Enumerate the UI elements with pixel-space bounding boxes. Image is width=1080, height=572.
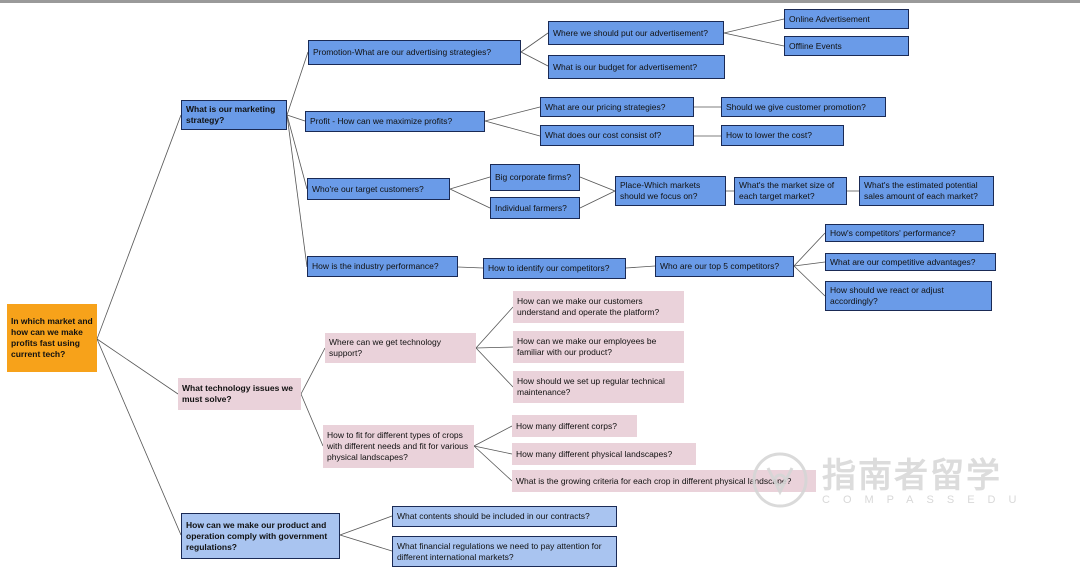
profit-text: Profit - How can we maximize profits?	[310, 116, 453, 126]
competitive-advantages-text: What are our competitive advantages?	[830, 256, 976, 267]
ad-budget-node[interactable]: What is our budget for advertisement?	[548, 55, 725, 79]
lower-cost-text: How to lower the cost?	[726, 130, 812, 140]
competitor-performance-node[interactable]: How's competitors' performance?	[825, 224, 984, 242]
growing-criteria-node[interactable]: What is the growing criteria for each cr…	[512, 470, 816, 492]
market-size-node[interactable]: What's the market size of each target ma…	[734, 177, 847, 205]
growing-criteria-text: What is the growing criteria for each cr…	[516, 475, 792, 486]
financial-regulations-node[interactable]: What financial regulations we need to pa…	[392, 536, 617, 567]
place-markets-node[interactable]: Place-Which markets should we focus on?	[615, 176, 726, 206]
promotion-node[interactable]: Promotion-What are our advertising strat…	[308, 40, 521, 65]
technology-issues-text: What technology issues we must solve?	[182, 383, 293, 404]
compass-logo-icon	[752, 452, 808, 508]
compliance-text: How can we make our product and operatio…	[186, 519, 328, 552]
place-markets-text: Place-Which markets should we focus on?	[620, 180, 701, 201]
customers-understand-node[interactable]: How can we make our customers understand…	[513, 291, 684, 323]
technology-issues-node[interactable]: What technology issues we must solve?	[178, 378, 301, 410]
competitor-performance-text: How's competitors' performance?	[830, 227, 956, 238]
tech-maintenance-text: How should we set up regular technical m…	[517, 376, 665, 397]
top5-competitors-text: Who are our top 5 competitors?	[660, 261, 780, 271]
market-size-text: What's the market size of each target ma…	[739, 180, 835, 201]
big-corporate-text: Big corporate firms?	[495, 172, 572, 182]
offline-events-node[interactable]: Offline Events	[784, 36, 909, 56]
sales-potential-text: What's the estimated potential sales amo…	[864, 180, 978, 201]
pricing-text: What are our pricing strategies?	[545, 101, 666, 112]
watermark-name: 指南者留学	[822, 457, 1002, 495]
profit-node[interactable]: Profit - How can we maximize profits?	[305, 111, 485, 132]
tech-maintenance-node[interactable]: How should we set up regular technical m…	[513, 371, 684, 403]
contracts-text: What contents should be included in our …	[397, 511, 590, 521]
identify-competitors-text: How to identify our competitors?	[488, 263, 610, 273]
competitive-advantages-node[interactable]: What are our competitive advantages?	[825, 253, 996, 271]
target-customers-node[interactable]: Who're our target customers?	[307, 178, 450, 200]
landscapes-count-node[interactable]: How many different physical landscapes?	[512, 443, 696, 465]
employees-familiar-node[interactable]: How can we make our employees be familia…	[513, 331, 684, 363]
root-question-node[interactable]: In which market and how can we make prof…	[7, 304, 97, 372]
big-corporate-node[interactable]: Big corporate firms?	[490, 164, 580, 191]
top-border	[0, 0, 1080, 3]
contracts-node[interactable]: What contents should be included in our …	[392, 506, 617, 527]
target-customers-text: Who're our target customers?	[312, 183, 424, 194]
online-ad-node[interactable]: Online Advertisement	[784, 9, 909, 29]
corps-count-text: How many different corps?	[516, 420, 617, 431]
where-ad-node[interactable]: Where we should put our advertisement?	[548, 21, 724, 45]
fit-crops-node[interactable]: How to fit for different types of crops …	[323, 425, 474, 468]
individual-farmers-node[interactable]: Individual farmers?	[490, 197, 580, 219]
financial-regulations-text: What financial regulations we need to pa…	[397, 540, 602, 562]
tech-support-node[interactable]: Where can we get technology support?	[325, 333, 476, 363]
promotion-text: Promotion-What are our advertising strat…	[313, 47, 492, 57]
cost-consist-text: What does our cost consist of?	[545, 130, 662, 140]
employees-familiar-text: How can we make our employees be familia…	[517, 336, 657, 357]
tech-support-text: Where can we get technology support?	[329, 337, 441, 358]
identify-competitors-node[interactable]: How to identify our competitors?	[483, 258, 626, 279]
watermark-sub: COMPASSEDU	[822, 494, 1030, 506]
landscapes-count-text: How many different physical landscapes?	[516, 448, 673, 459]
react-adjust-node[interactable]: How should we react or adjust accordingl…	[825, 281, 992, 311]
cost-consist-node[interactable]: What does our cost consist of?	[540, 125, 694, 146]
online-ad-text: Online Advertisement	[789, 13, 870, 24]
offline-events-text: Offline Events	[789, 40, 842, 51]
marketing-strategy-node[interactable]: What is our marketing strategy?	[181, 100, 287, 130]
top5-competitors-node[interactable]: Who are our top 5 competitors?	[655, 256, 794, 277]
lower-cost-node[interactable]: How to lower the cost?	[721, 125, 844, 146]
customer-promo-text: Should we give customer promotion?	[726, 101, 866, 112]
react-adjust-text: How should we react or adjust accordingl…	[830, 285, 944, 306]
customers-understand-text: How can we make our customers understand…	[517, 296, 660, 317]
fit-crops-text: How to fit for different types of crops …	[327, 430, 469, 462]
where-ad-text: Where we should put our advertisement?	[553, 27, 708, 38]
corps-count-node[interactable]: How many different corps?	[512, 415, 637, 437]
individual-farmers-text: Individual farmers?	[495, 202, 567, 213]
pricing-node[interactable]: What are our pricing strategies?	[540, 97, 694, 117]
marketing-strategy-text: What is our marketing strategy?	[186, 104, 276, 125]
sales-potential-node[interactable]: What's the estimated potential sales amo…	[859, 176, 994, 206]
industry-performance-text: How is the industry performance?	[312, 261, 439, 271]
compliance-node[interactable]: How can we make our product and operatio…	[181, 513, 340, 559]
root-question-text: In which market and how can we make prof…	[11, 316, 93, 359]
customer-promo-node[interactable]: Should we give customer promotion?	[721, 97, 886, 117]
industry-performance-node[interactable]: How is the industry performance?	[307, 256, 458, 277]
ad-budget-text: What is our budget for advertisement?	[553, 61, 698, 72]
